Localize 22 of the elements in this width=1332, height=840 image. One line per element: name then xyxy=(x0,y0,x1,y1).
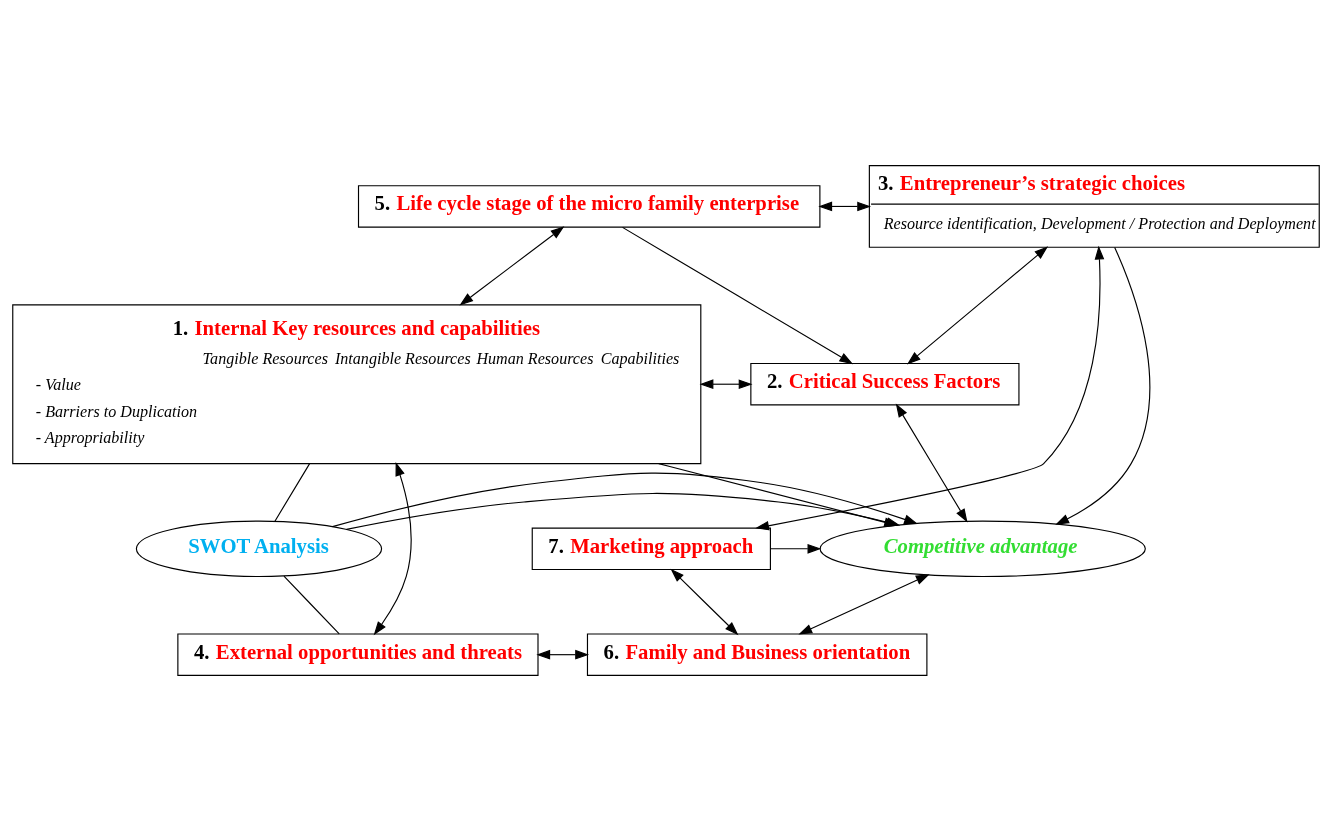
arrow xyxy=(770,543,822,554)
arrow xyxy=(1055,246,1151,525)
arrow xyxy=(373,461,412,635)
arrow xyxy=(670,568,739,635)
arrow xyxy=(621,226,854,364)
node-ellipse: SWOT Analysis xyxy=(135,520,383,577)
node-box: 5. Life cycle stage of the micro family enterprise xyxy=(357,184,821,228)
node-box: 1. Internal Key resources and capabilities Tangible Resources Intangible Resources Human Resources Capabilities - Value - Barriers to Duplication - Appropriability xyxy=(12,303,702,464)
arrow xyxy=(906,245,1049,365)
arrow xyxy=(536,649,590,660)
node-box: 6. Family and Business orientation xyxy=(586,632,928,676)
arrow xyxy=(459,225,565,306)
connector xyxy=(283,575,340,634)
node-box: 4. External opportunities and threats xyxy=(177,632,539,676)
node-box: 7. Marketing approach xyxy=(531,527,771,570)
arrow xyxy=(798,573,930,635)
arrow xyxy=(818,201,872,211)
arrow xyxy=(895,402,968,522)
connector xyxy=(274,462,311,522)
node-ellipse: Competitive advantage xyxy=(819,520,1146,577)
node-box: 2. Critical Success Factors xyxy=(750,362,1020,405)
arrow xyxy=(699,378,753,389)
